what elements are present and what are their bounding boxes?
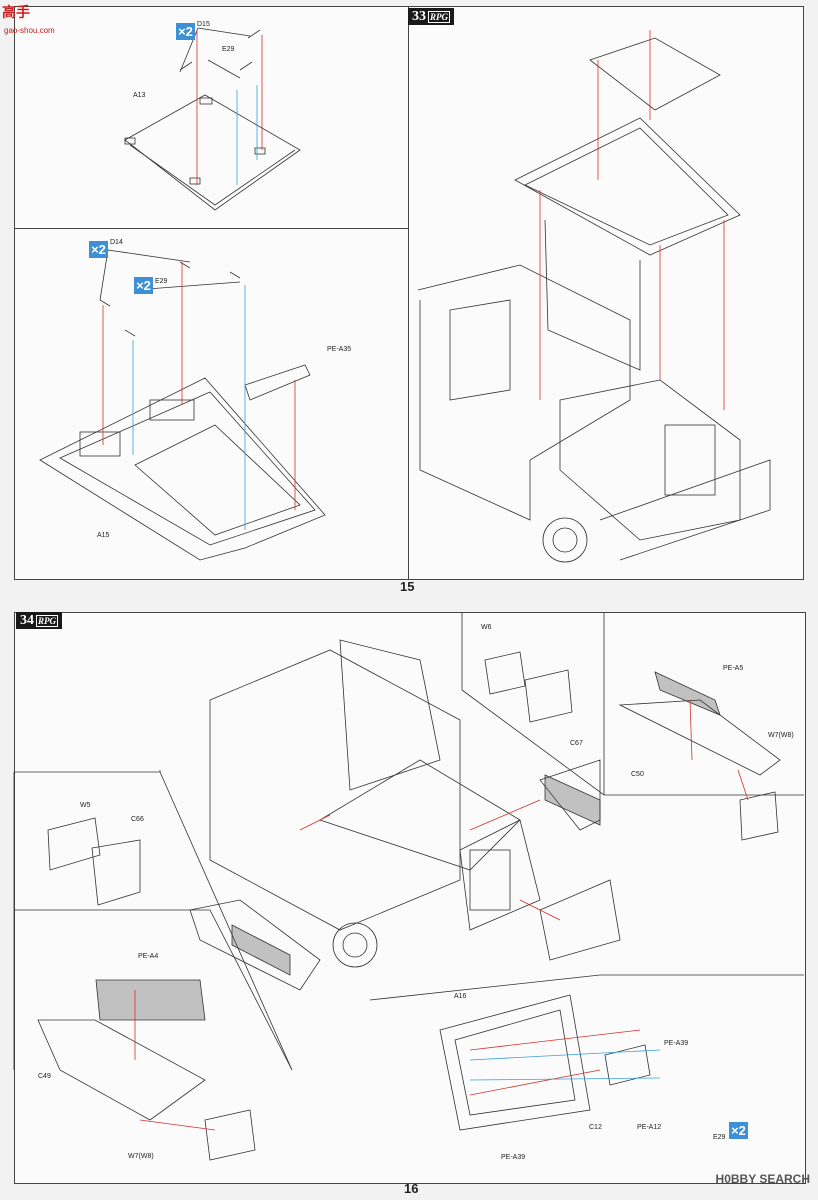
part-label-w7-w8: W7(W8): [128, 1153, 154, 1160]
quantity-badge: ×2: [176, 23, 195, 40]
panel-p15-bottom-left: [14, 228, 410, 580]
part-label-d14: D14: [110, 239, 123, 246]
panel-p15-top-left: [14, 6, 410, 230]
part-label-pe-a39: PE-A39: [501, 1154, 526, 1161]
site-url: gao-shou.com: [4, 26, 55, 35]
quantity-badge: ×2: [89, 241, 108, 258]
quantity-badge: ×2: [134, 277, 153, 294]
part-label-e29: E29: [155, 278, 168, 285]
page-number-15: 15: [400, 579, 415, 594]
part-label-c49: C49: [38, 1073, 51, 1080]
site-logo: 高手: [2, 4, 30, 20]
part-label-a13: A13: [133, 92, 146, 99]
part-label-pe-a35: PE-A35: [327, 346, 352, 353]
part-label-pe-a4: PE-A4: [138, 953, 159, 960]
part-label-w6: W6: [481, 624, 492, 631]
bottom-watermark: H0BBY SEARCH: [715, 1172, 810, 1186]
part-label-c12: C12: [589, 1124, 602, 1131]
part-label-pe-a39: PE-A39: [664, 1040, 689, 1047]
part-label-e29: E29: [713, 1134, 726, 1141]
panel-p16-step34: [14, 612, 806, 1184]
part-label-c67: C67: [570, 740, 583, 747]
part-label-c66: C66: [131, 816, 144, 823]
page-number-16: 16: [404, 1181, 419, 1196]
part-label-pe-a12: PE-A12: [637, 1124, 662, 1131]
part-label-c50: C50: [631, 771, 644, 778]
part-label-pe-a5: PE-A5: [723, 665, 744, 672]
quantity-badge: ×2: [729, 1122, 748, 1139]
part-label-e29: E29: [222, 46, 235, 53]
part-label-a15: A15: [97, 532, 110, 539]
part-label-w7-w8: W7(W8): [768, 732, 794, 739]
panel-p15-step33: [408, 6, 804, 580]
part-label-a16: A16: [454, 993, 467, 1000]
part-label-w5: W5: [80, 802, 91, 809]
part-label-d15: D15: [197, 21, 210, 28]
